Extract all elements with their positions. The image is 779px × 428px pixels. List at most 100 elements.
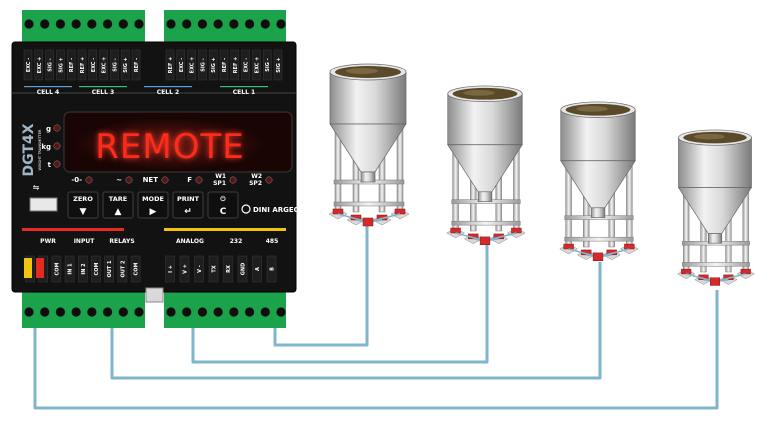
button-face[interactable] <box>137 191 169 219</box>
button-face[interactable] <box>172 191 204 219</box>
silo-cone <box>560 160 636 209</box>
cell-underline <box>79 86 127 88</box>
status-indicator-label: W2 <box>251 173 262 180</box>
cable-silo-4 <box>33 290 719 410</box>
junction-box <box>362 217 374 227</box>
terminal-screw <box>55 307 66 317</box>
section-label: PWR <box>40 238 56 245</box>
cables <box>33 222 719 410</box>
brand-name: DINI ARGEO <box>253 206 300 214</box>
bottom-terminal-label: IN 2 <box>81 263 87 275</box>
status-indicator: F <box>187 176 203 184</box>
bottom-terminal-label: IN 1 <box>68 263 74 275</box>
silo-outlet <box>360 171 376 183</box>
button-power[interactable]: ⏻C <box>207 191 239 219</box>
terminal-screw <box>40 307 50 317</box>
unit-indicator-label: t <box>48 161 52 169</box>
bottom-terminal-slot <box>194 255 204 283</box>
top-terminal-slot <box>187 49 196 81</box>
button-face[interactable] <box>102 191 134 219</box>
top-terminal-slot <box>23 49 33 81</box>
terminal-screws <box>24 19 286 317</box>
model-subtitle: WEIGHT TRANSMITTER <box>38 129 42 170</box>
bottom-terminal-label: OUT 1 <box>107 260 113 277</box>
section-label: 232 <box>230 238 243 245</box>
load-cell <box>681 268 692 275</box>
top-terminal-label: SIG + <box>276 57 282 73</box>
section-label: ANALOG <box>176 238 204 245</box>
bottom-terminal-slot <box>223 255 233 283</box>
bottom-terminal-slot <box>51 255 62 283</box>
top-terminal-slot <box>252 49 261 81</box>
bottom-terminal-slot <box>64 255 75 283</box>
button-mode[interactable]: MODE▶ <box>137 191 169 219</box>
terminal-screw <box>24 307 34 317</box>
top-terminal-label: REF + <box>233 57 239 74</box>
status-indicator-label: ~ <box>116 176 122 184</box>
silo-cone <box>447 144 523 193</box>
silo-brace <box>682 262 750 267</box>
button-tare[interactable]: TARE▲ <box>102 191 134 219</box>
silo-2 <box>446 85 526 245</box>
silo-1 <box>328 63 410 227</box>
terminal-screw <box>260 307 270 317</box>
terminal-screw <box>260 19 270 29</box>
button-label: ZERO <box>73 195 93 203</box>
top-terminal-label: EXC - <box>179 58 185 73</box>
bottom-terminal-label: I + <box>168 265 174 273</box>
top-terminals: EXC -EXC +SIG -SIG +REF -REF +EXC -EXC +… <box>23 49 283 81</box>
status-indicator-label: W1 <box>215 173 226 180</box>
status-indicator-label: NET <box>143 176 159 184</box>
bottom-terminal-slot <box>237 255 248 283</box>
load-cell <box>394 208 406 215</box>
cable-silo-2 <box>191 244 489 364</box>
terminal-screw <box>213 19 223 29</box>
status-indicator-label: F <box>187 176 192 184</box>
terminal-screw <box>229 19 239 29</box>
bottom-terminal-slot <box>252 255 262 283</box>
top-terminal-label: SIG - <box>265 58 271 71</box>
top-terminal-slot <box>165 49 175 81</box>
bottom-terminal-label: COM <box>54 263 60 276</box>
bottom-terminal-label: V - <box>197 265 203 273</box>
top-terminal-label: EXC + <box>190 57 196 74</box>
enter-icon: ↵ <box>184 207 192 217</box>
button-zero[interactable]: ZERO▼ <box>67 191 99 219</box>
bottom-terminal-label: COM <box>134 263 140 276</box>
top-terminal-label: EXC + <box>37 57 43 74</box>
button-face[interactable] <box>207 191 239 219</box>
terminal-screw <box>166 307 176 317</box>
section-label: 485 <box>266 238 279 245</box>
top-terminal-slot <box>131 49 141 81</box>
terminal-screw <box>244 307 255 317</box>
cell-label: CELL 1 <box>233 89 255 96</box>
unit-indicator-label: kg <box>41 143 51 151</box>
right-triangle-icon: ▶ <box>150 207 157 217</box>
bottom-terminal-label: COM <box>94 263 100 276</box>
section-label: RELAYS <box>109 238 134 245</box>
silo-outlet <box>477 191 493 202</box>
usb-port[interactable] <box>29 197 58 212</box>
button-face[interactable] <box>67 191 99 219</box>
button-print[interactable]: PRINT↵ <box>172 191 204 219</box>
bottom-terminal-label: TX <box>212 265 218 272</box>
terminal-screw <box>182 307 192 317</box>
status-indicator-led <box>229 176 237 184</box>
top-terminal-label: SIG - <box>200 58 206 71</box>
bottom-terminal-slot <box>117 255 128 283</box>
silo-brace <box>451 220 521 226</box>
terminal-screw <box>24 19 34 29</box>
top-terminal-slot <box>273 49 283 81</box>
silo-cone <box>677 187 753 234</box>
bottom-terminal-label: B <box>270 267 276 271</box>
cell-underline <box>24 86 72 88</box>
cable-silo-3 <box>110 262 602 380</box>
top-terminal-slot <box>88 49 98 81</box>
top-terminal-slot <box>45 49 54 81</box>
status-indicator-led <box>125 176 133 184</box>
silo-brace <box>333 201 405 207</box>
load-cell <box>624 243 635 250</box>
top-terminal-label: SIG + <box>58 57 64 73</box>
